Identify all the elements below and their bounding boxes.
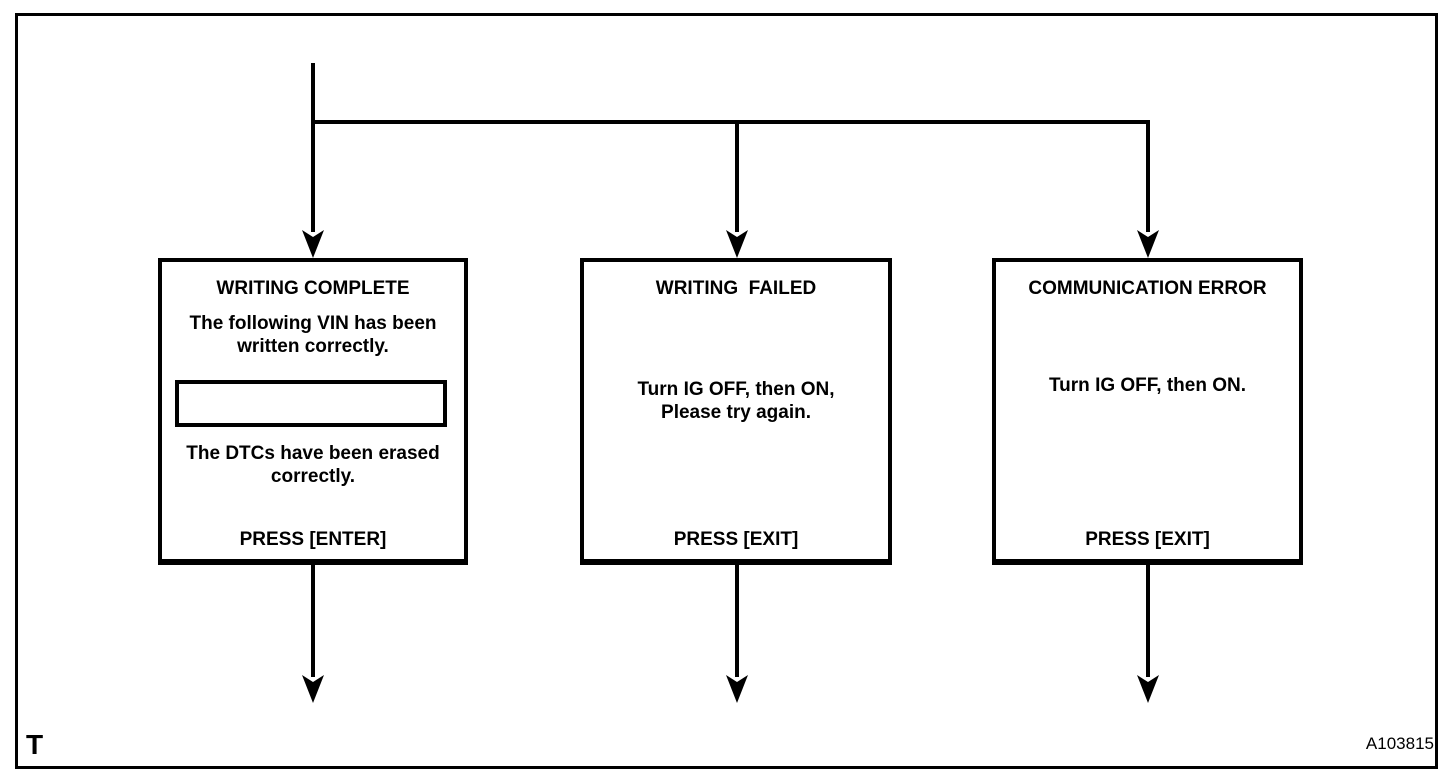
node-writing-failed: WRITING FAILED Turn IG OFF, then ON, Ple…	[580, 258, 892, 565]
node-writing-complete: WRITING COMPLETE The following VIN has b…	[158, 258, 468, 565]
figure-id: A103815	[1365, 734, 1434, 753]
connector-trunk-line	[311, 63, 315, 232]
node-body-bottom: The DTCs have been erased correctly.	[186, 443, 440, 487]
node-action-label: PRESS [EXIT]	[673, 529, 799, 550]
connector-exit-left	[311, 565, 315, 677]
connector-branch-right	[1146, 124, 1150, 232]
node-communication-error: COMMUNICATION ERROR Turn IG OFF, then ON…	[992, 258, 1303, 565]
diagram-frame	[15, 13, 1438, 769]
connector-exit-middle	[735, 565, 739, 677]
node-body-top: The following VIN has been written corre…	[189, 313, 437, 357]
node-title: WRITING FAILED	[655, 278, 817, 299]
page-marker: T	[26, 729, 44, 760]
connector-horizontal-line	[311, 120, 1150, 124]
node-title: WRITING COMPLETE	[216, 278, 410, 299]
node-body: Turn IG OFF, then ON, Please try again.	[637, 379, 835, 423]
vin-field	[175, 380, 447, 427]
node-title: COMMUNICATION ERROR	[1028, 278, 1267, 299]
connector-exit-right	[1146, 565, 1150, 677]
node-action-label: PRESS [EXIT]	[1085, 529, 1210, 550]
node-action-label: PRESS [ENTER]	[239, 529, 387, 550]
node-body: Turn IG OFF, then ON.	[1048, 375, 1247, 396]
connector-branch-middle	[735, 124, 739, 232]
